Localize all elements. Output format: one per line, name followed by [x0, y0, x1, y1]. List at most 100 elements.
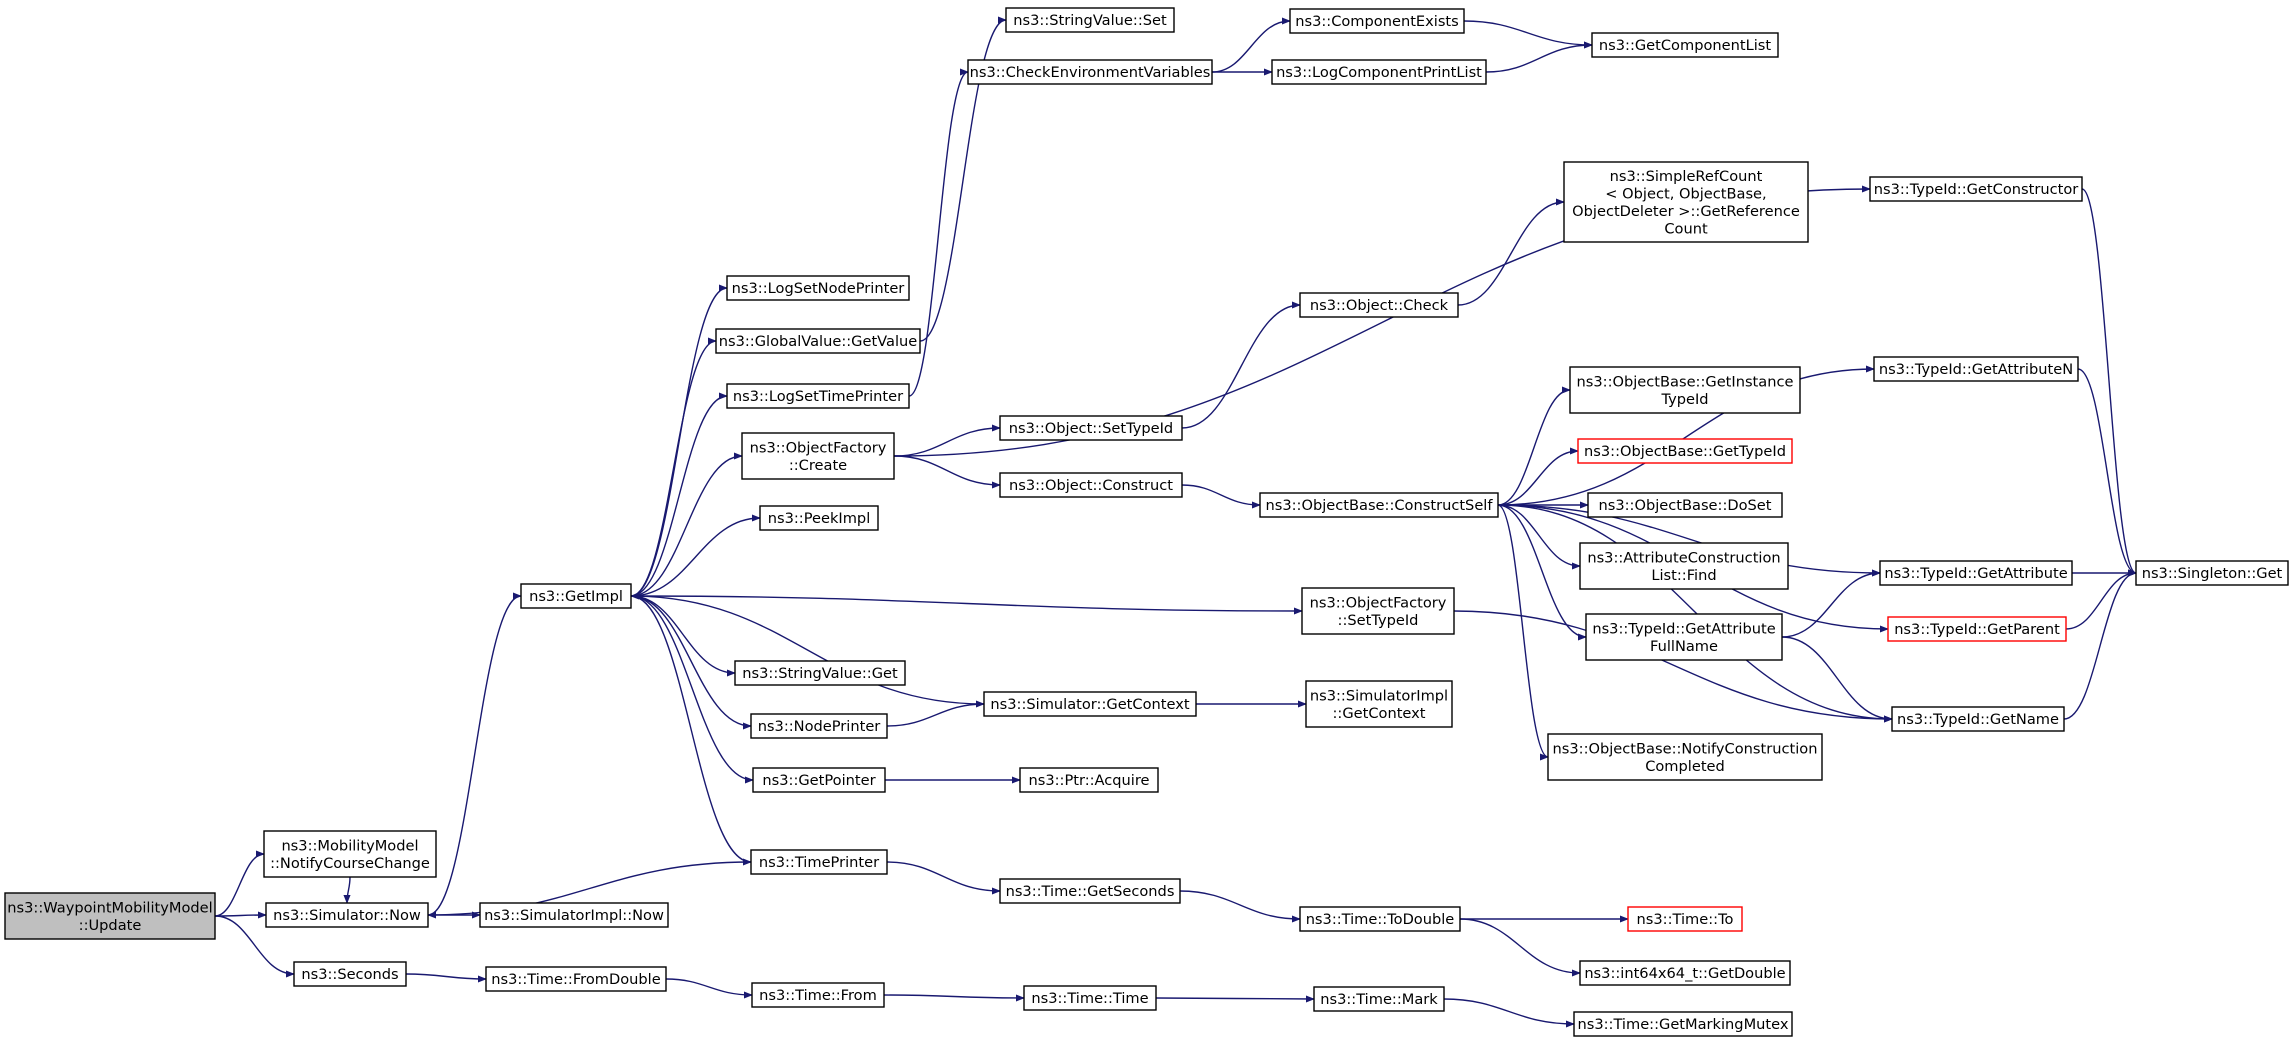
node-typeid-get-attribute[interactable]: ns3::TypeId::GetAttribute	[1879, 560, 2073, 586]
node-string-value-set[interactable]: ns3::StringValue::Set	[1005, 7, 1175, 33]
node-object-factory-create[interactable]: ns3::ObjectFactory::Create	[741, 432, 895, 480]
edge-get-impl-to-global-value-get-value	[630, 337, 717, 597]
node-label: ns3::ObjectBase::NotifyConstruction	[1553, 740, 1818, 757]
node-box	[1887, 616, 2067, 642]
node-typeid-get-parent[interactable]: ns3::TypeId::GetParent	[1887, 616, 2067, 642]
node-component-exists[interactable]: ns3::ComponentExists	[1289, 8, 1465, 34]
node-box	[1299, 906, 1461, 932]
node-label: ::SetTypeId	[1338, 612, 1419, 629]
node-time-from[interactable]: ns3::Time::From	[751, 982, 885, 1008]
node-time-to[interactable]: ns3::Time::To	[1627, 906, 1743, 932]
node-box	[479, 902, 669, 928]
node-label: ns3::TypeId::GetAttributeN	[1879, 361, 2073, 378]
node-label: ns3::NodePrinter	[758, 718, 881, 735]
node-label: ns3::TypeId::GetName	[1897, 711, 2059, 728]
node-object-set-type-id[interactable]: ns3::Object::SetTypeId	[999, 415, 1183, 441]
node-log-set-node-printer[interactable]: ns3::LogSetNodePrinter	[726, 275, 910, 301]
edge-objectbase-construct-self-to-typeid-get-attribute-n	[1497, 365, 1875, 506]
node-time-get-marking-mutex[interactable]: ns3::Time::GetMarkingMutex	[1573, 1011, 1793, 1037]
node-box	[1023, 985, 1157, 1011]
node-time-printer[interactable]: ns3::TimePrinter	[750, 849, 888, 875]
node-box	[751, 982, 885, 1008]
edge-log-component-print-list-to-get-component-list	[1485, 41, 1593, 73]
node-box	[999, 415, 1183, 441]
node-notify-course-change[interactable]: ns3::MobilityModel::NotifyCourseChange	[263, 830, 437, 878]
node-label: ns3::Time::Mark	[1320, 991, 1438, 1008]
node-time-from-double[interactable]: ns3::Time::FromDouble	[485, 966, 667, 992]
node-label: ns3::SimulatorImpl	[1310, 687, 1448, 704]
node-label: ns3::ObjectBase::DoSet	[1598, 497, 1771, 514]
node-check-env-vars[interactable]: ns3::CheckEnvironmentVariables	[967, 59, 1213, 85]
edge-get-impl-to-get-pointer	[630, 595, 754, 784]
edge-wmm-update-to-seconds	[214, 915, 295, 978]
node-global-value-get-value[interactable]: ns3::GlobalValue::GetValue	[715, 328, 921, 354]
edge-wmm-update-to-notify-course-change	[214, 850, 265, 917]
node-box	[1573, 1011, 1793, 1037]
node-label: ::NotifyCourseChange	[270, 855, 430, 872]
node-label: ns3::CheckEnvironmentVariables	[970, 64, 1211, 81]
node-objectbase-get-type-id[interactable]: ns3::ObjectBase::GetTypeId	[1577, 438, 1793, 464]
node-label: ns3::ObjectBase::GetInstance	[1577, 373, 1794, 390]
node-get-pointer[interactable]: ns3::GetPointer	[752, 767, 886, 793]
node-wmm-update[interactable]: ns3::WaypointMobilityModel::Update	[4, 892, 216, 940]
node-label: ns3::ComponentExists	[1295, 13, 1459, 30]
node-get-component-list[interactable]: ns3::GetComponentList	[1591, 32, 1779, 58]
node-objectbase-notify-construction-completed[interactable]: ns3::ObjectBase::NotifyConstructionCompl…	[1547, 733, 1823, 781]
node-typeid-get-constructor[interactable]: ns3::TypeId::GetConstructor	[1869, 176, 2083, 202]
edge-objectbase-construct-self-to-typeid-get-attribute	[1497, 504, 1881, 577]
node-simimpl-now[interactable]: ns3::SimulatorImpl::Now	[479, 902, 669, 928]
node-box	[999, 472, 1183, 498]
edge-object-factory-create-to-object-construct	[893, 455, 1001, 489]
node-simple-ref-count[interactable]: ns3::SimpleRefCount< Object, ObjectBase,…	[1563, 161, 1809, 243]
node-typeid-get-attribute-n[interactable]: ns3::TypeId::GetAttributeN	[1873, 356, 2079, 382]
node-log-component-print-list[interactable]: ns3::LogComponentPrintList	[1271, 59, 1487, 85]
node-box	[1259, 492, 1499, 518]
node-object-construct[interactable]: ns3::Object::Construct	[999, 472, 1183, 498]
node-node-printer[interactable]: ns3::NodePrinter	[750, 713, 888, 739]
node-box	[983, 691, 1197, 717]
node-int64x64-get-double[interactable]: ns3::int64x64_t::GetDouble	[1579, 960, 1791, 986]
node-get-impl[interactable]: ns3::GetImpl	[520, 583, 632, 609]
edge-objectbase-construct-self-to-attribute-construction-list-find	[1497, 504, 1581, 570]
node-object-check[interactable]: ns3::Object::Check	[1299, 292, 1459, 318]
edge-wmm-update-to-simulator-now	[214, 911, 267, 919]
node-box	[999, 878, 1181, 904]
node-ptr-acquire[interactable]: ns3::Ptr::Acquire	[1019, 767, 1159, 793]
node-simimpl-get-context[interactable]: ns3::SimulatorImpl::GetContext	[1305, 680, 1453, 728]
node-box	[1305, 680, 1453, 728]
node-label: ns3::MobilityModel	[281, 837, 418, 854]
node-box	[1289, 8, 1465, 34]
node-object-factory-set-type-id[interactable]: ns3::ObjectFactory::SetTypeId	[1301, 587, 1455, 635]
node-time-mark[interactable]: ns3::Time::Mark	[1313, 986, 1445, 1012]
node-log-set-time-printer[interactable]: ns3::LogSetTimePrinter	[726, 383, 910, 409]
function-nodes: ns3::WaypointMobilityModel::Update ns3::M…	[4, 7, 2289, 1037]
edge-objectbase-construct-self-to-typeid-get-attribute-full-name	[1497, 504, 1587, 641]
node-label: ns3::SimulatorImpl::Now	[484, 907, 664, 924]
node-label: ns3::GlobalValue::GetValue	[719, 333, 918, 350]
node-simulator-get-context[interactable]: ns3::Simulator::GetContext	[983, 691, 1197, 717]
node-label: ns3::LogSetTimePrinter	[733, 388, 903, 405]
edge-time-from-double-to-time-from	[665, 978, 753, 999]
edge-check-env-vars-to-component-exists	[1211, 17, 1291, 73]
edge-get-impl-to-time-printer	[630, 595, 752, 866]
node-objectbase-construct-self[interactable]: ns3::ObjectBase::ConstructSelf	[1259, 492, 1499, 518]
node-typeid-get-name[interactable]: ns3::TypeId::GetName	[1891, 706, 2065, 732]
node-time-to-double[interactable]: ns3::Time::ToDouble	[1299, 906, 1461, 932]
node-seconds[interactable]: ns3::Seconds	[293, 961, 407, 987]
node-objectbase-do-set[interactable]: ns3::ObjectBase::DoSet	[1587, 492, 1783, 518]
node-singleton-get[interactable]: ns3::Singleton::Get	[2135, 560, 2289, 586]
node-box	[750, 713, 888, 739]
node-time-get-seconds[interactable]: ns3::Time::GetSeconds	[999, 878, 1181, 904]
node-label: Count	[1664, 220, 1708, 237]
node-peek-impl[interactable]: ns3::PeekImpl	[759, 505, 879, 531]
node-label: ObjectDeleter >::GetReference	[1572, 203, 1800, 220]
node-time-time[interactable]: ns3::Time::Time	[1023, 985, 1157, 1011]
edge-get-impl-to-node-printer	[630, 595, 752, 730]
node-box	[265, 902, 429, 928]
node-string-value-get[interactable]: ns3::StringValue::Get	[734, 660, 906, 686]
edge-time-mark-to-time-get-marking-mutex	[1443, 998, 1575, 1028]
node-simulator-now[interactable]: ns3::Simulator::Now	[265, 902, 429, 928]
